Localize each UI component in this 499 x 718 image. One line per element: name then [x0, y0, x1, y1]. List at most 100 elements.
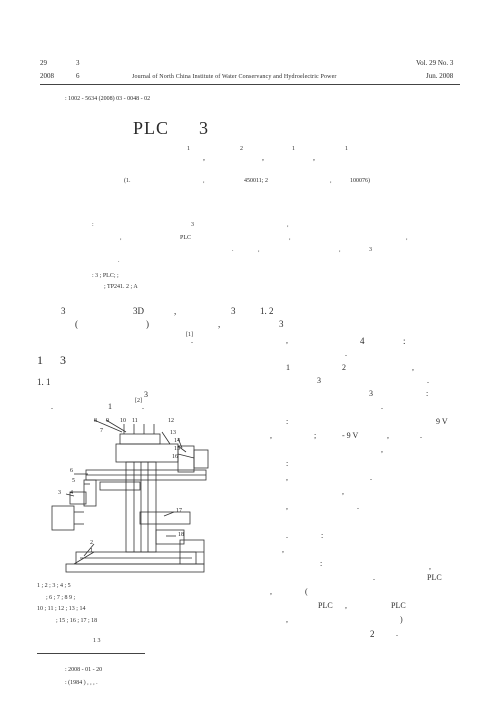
fig-label-8: 8: [94, 418, 97, 424]
figure-mechanism-drawing: 8 9 10 11 12 7 13 14 15 16 6 5 3 4 17 18…: [51, 418, 209, 573]
abstract-plc: PLC: [180, 235, 192, 241]
header-month: 6: [76, 72, 80, 80]
article-code: : 1002 - 5634 (2008) 03 - 0048 - 02: [65, 96, 151, 102]
author-mark-4: 1: [345, 146, 348, 152]
base-plate: [65, 563, 205, 573]
right-comma-l: ,: [345, 601, 347, 610]
section-1-number: 1: [37, 353, 43, 367]
intro-n3b: 3: [231, 306, 236, 316]
affiliation-comma-a: ,: [203, 178, 205, 184]
lower-motor: [155, 529, 185, 545]
fig-label-5: 5: [72, 478, 75, 484]
right-dot-e: .: [370, 473, 372, 482]
arm-slide: [99, 481, 141, 491]
left-dot-a: .: [51, 402, 53, 411]
right-colon-d: :: [286, 459, 289, 468]
right-colon-c: :: [286, 417, 289, 426]
right-n4: 4: [360, 336, 365, 346]
fig-label-17: 17: [176, 508, 182, 514]
fig-label-11: 11: [132, 418, 138, 424]
right-comma-m: ,: [286, 615, 288, 624]
journal-name: Journal of North China Institute of Wate…: [132, 74, 337, 80]
right-plc-c: PLC: [391, 601, 406, 610]
left-fig-ref: 1: [108, 402, 112, 411]
intro-n3: 3: [61, 306, 66, 316]
fig-label-4: 4: [70, 490, 73, 496]
right-comma-e: ,: [381, 445, 383, 454]
abstract-comma-c: ,: [289, 235, 291, 241]
abstract-comma-a: ,: [287, 222, 289, 228]
right-dot-i: .: [396, 629, 398, 638]
fig-label-6: 6: [70, 468, 73, 474]
header-vol-right: Vol. 29 No. 3: [416, 59, 454, 67]
author-comma-1: ,: [203, 153, 205, 162]
affiliation-comma-b: ,: [330, 178, 332, 184]
fig-label-16: 16: [172, 454, 178, 460]
right-gearbox: [193, 449, 209, 469]
right-comma-h: ,: [286, 502, 288, 511]
right-comma-c: ,: [270, 431, 272, 440]
right-comma-k: ,: [270, 587, 272, 596]
abstract-n3b: 3: [369, 247, 372, 253]
right-semicolon: ;: [314, 431, 317, 440]
postcode-2: 100076): [350, 178, 370, 184]
fig-label-7: 7: [100, 428, 103, 434]
fig-label-1: 1: [90, 548, 93, 554]
intro-comma-b: ,: [218, 319, 221, 329]
figure-caption-3: 10 ; 11 ; 12 ; 13 ; 14: [37, 606, 86, 612]
intro-3d: 3D: [133, 306, 144, 316]
right-dot-a: .: [345, 349, 347, 358]
intro-paren-open: (: [75, 319, 78, 329]
header-rule: [40, 84, 460, 85]
right-comma-i: ,: [282, 545, 284, 554]
right-comma-b: ,: [412, 363, 414, 372]
right-n3b: 3: [369, 389, 373, 398]
subsection-1-1: 1. 1: [37, 377, 51, 387]
abstract-comma-f: ,: [339, 247, 341, 253]
right-r2: 2: [342, 363, 346, 372]
figure-title: 1 3: [93, 638, 101, 644]
abstract-dot-b: .: [118, 258, 120, 264]
fig-label-14: 14: [174, 438, 180, 444]
right-colon-f: :: [320, 559, 323, 568]
fig-label-18: 18: [178, 532, 184, 538]
section-1-title-num: 3: [60, 353, 66, 367]
right-r1: 1: [286, 363, 290, 372]
intro-sec12: 1. 2: [260, 306, 274, 316]
gripper: [51, 505, 75, 531]
right-neg9v: - 9 V: [342, 431, 359, 440]
header-issue: 3: [76, 59, 80, 67]
fig-label-2: 2: [90, 540, 93, 546]
right-9v: 9 V: [436, 417, 448, 426]
abstract-n3: 3: [191, 222, 194, 228]
right-n2: 2: [370, 629, 375, 639]
right-plc-b: PLC: [318, 601, 333, 610]
right-dot-f: .: [357, 502, 359, 511]
affiliation-1: (1.: [124, 178, 131, 184]
right-comma-a: ,: [286, 336, 288, 345]
left-ref2: [2]: [135, 398, 142, 404]
abstract-colon: :: [92, 222, 94, 228]
right-plc-a: PLC: [427, 573, 442, 582]
intro-ref1: [1]: [186, 332, 193, 338]
fig-label-3: 3: [58, 490, 61, 496]
right-colon-e: :: [321, 531, 324, 540]
author-comma-2: ,: [262, 153, 264, 162]
right-comma-g: ,: [342, 487, 344, 496]
author-comma-3: ,: [313, 153, 315, 162]
footnote-received: : 2008 - 01 - 20: [65, 667, 103, 673]
fig-label-10: 10: [120, 418, 126, 424]
abstract-comma-e: ,: [258, 247, 260, 253]
header-volume: 29: [40, 59, 47, 67]
header-year: 2008: [40, 72, 54, 80]
right-dot-c: .: [381, 402, 383, 411]
intro-paren-close: ): [146, 319, 149, 329]
top-motor-block: [119, 433, 161, 445]
left-dot-b: .: [142, 402, 144, 411]
right-n3: 3: [317, 376, 321, 385]
right-comma-f: ,: [286, 473, 288, 482]
top-carriage: [115, 443, 179, 463]
classification-line: ; TP241. 2 ; A: [104, 284, 138, 290]
right-colon-b: :: [426, 389, 429, 398]
title-number: 3: [199, 118, 209, 138]
